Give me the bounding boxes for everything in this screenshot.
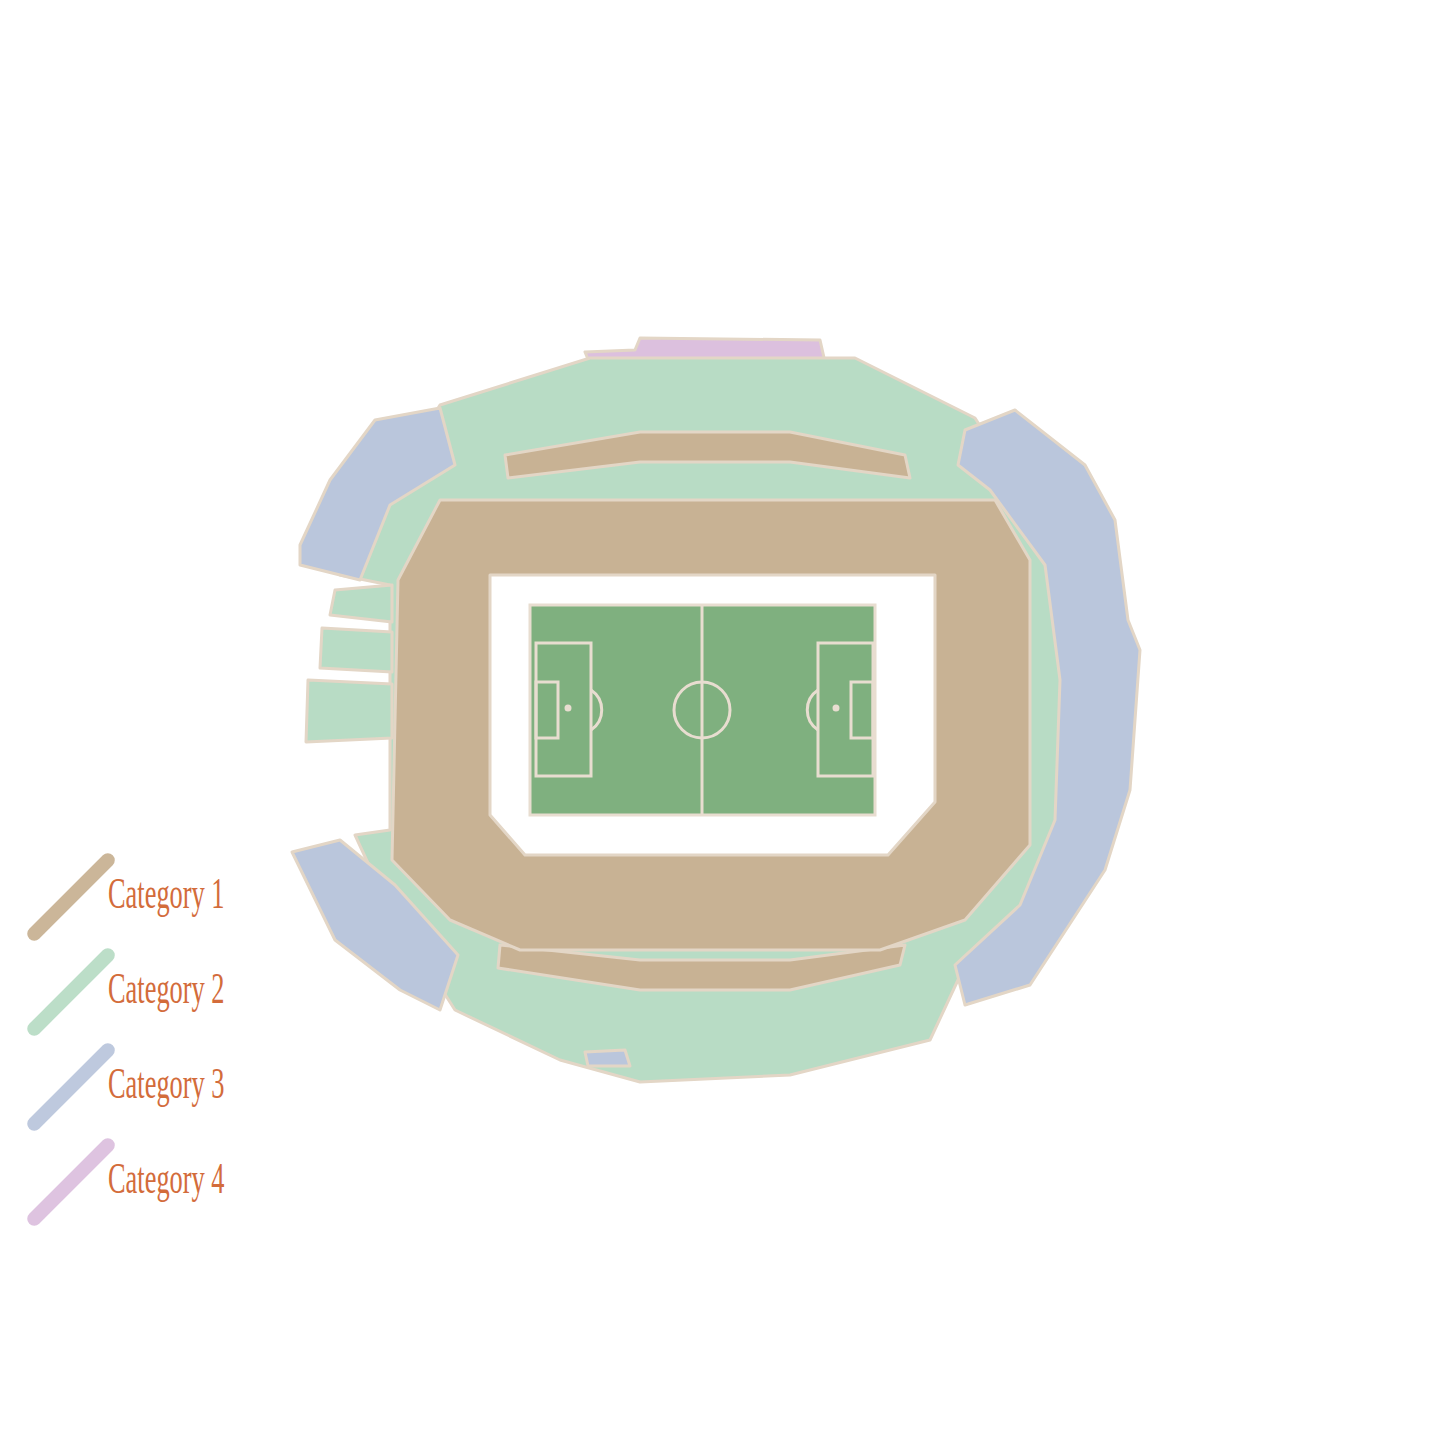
- seat-ring: [392, 500, 1030, 950]
- halfway-line: [701, 605, 704, 815]
- legend-item: Category 1: [0, 850, 320, 945]
- legend-swatch: [24, 945, 117, 1038]
- seat-block: [306, 680, 392, 742]
- pitch: [530, 605, 875, 815]
- penalty-spot: [834, 706, 838, 710]
- seat-band: [498, 945, 905, 990]
- legend-item: Category 4: [0, 1135, 320, 1230]
- pitch-surround: [490, 575, 935, 855]
- penalty-area: [536, 643, 591, 776]
- seat-band: [505, 432, 910, 478]
- centre-circle: [674, 682, 730, 738]
- pitch-surface: [530, 605, 875, 815]
- legend-item: Category 2: [0, 945, 320, 1040]
- legend-swatch: [24, 1135, 117, 1228]
- legend-label: Category 1: [108, 868, 225, 919]
- seat-block: [320, 628, 392, 672]
- legend-label: Category 4: [108, 1153, 225, 1204]
- penalty-spot: [566, 706, 570, 710]
- legend-swatch: [24, 850, 117, 943]
- penalty-area: [818, 643, 873, 776]
- goal-area: [536, 682, 558, 738]
- legend-item: Category 3: [0, 1040, 320, 1135]
- penalty-arc: [591, 690, 602, 730]
- seat-block: [330, 585, 392, 622]
- legend-label: Category 2: [108, 963, 225, 1014]
- legend-label: Category 3: [108, 1058, 225, 1109]
- goal-area: [851, 682, 873, 738]
- legend-swatch: [24, 1040, 117, 1133]
- penalty-arc: [807, 690, 818, 730]
- seat-block: [585, 1050, 630, 1066]
